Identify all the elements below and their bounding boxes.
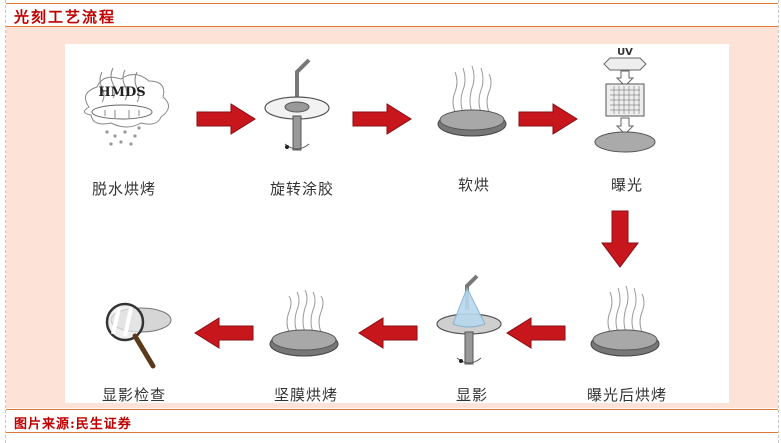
step-development [415, 272, 525, 372]
source-bar: 图片来源:民生证券 [6, 409, 778, 433]
step-label-inspection: 显影检查 [101, 386, 166, 404]
step-spin-coating [245, 52, 355, 162]
arrow-down-icon [601, 210, 639, 268]
arrow-right-icon [352, 103, 412, 135]
spin-coater-icon [264, 58, 330, 151]
step-dehydration-bake: HMDS [67, 52, 177, 162]
step-post-exposure-bake [570, 272, 680, 372]
step-label-development: 显影 [455, 386, 488, 404]
arrow-left-icon [358, 317, 418, 349]
source-note: 图片来源:民生证券 [14, 417, 132, 432]
step-inspection [77, 272, 187, 382]
lithography-flow-diagram: HMDS 脱水烘烤 旋 [65, 44, 729, 404]
arrow-left-icon [506, 317, 566, 349]
baking-wafer-icon [269, 289, 339, 357]
baking-wafer-icon [590, 285, 660, 357]
arrow-right-icon [196, 103, 256, 135]
step-hard-bake [249, 272, 359, 372]
figure-title: 光刻工艺流程 [14, 8, 117, 26]
baking-wafer-icon [437, 65, 507, 137]
step-soft-bake [417, 52, 527, 162]
step-label-hard-bake: 坚膜烘烤 [273, 386, 338, 404]
arrow-right-icon [518, 103, 578, 135]
page-border-right [778, 0, 779, 443]
hmds-label: HMDS [98, 85, 145, 100]
arrow-left-icon [194, 317, 254, 349]
uv-exposure-icon: UV [594, 47, 656, 153]
step-label-spin-coating: 旋转涂胶 [269, 180, 334, 198]
step-label-soft-bake: 软烘 [457, 176, 490, 194]
hmds-cloud-icon: HMDS [84, 67, 169, 146]
figure-panel: HMDS 脱水烘烤 旋 [6, 27, 778, 408]
title-bar: 光刻工艺流程 [6, 3, 778, 27]
uv-label: UV [617, 47, 633, 58]
magnifier-inspection-icon [105, 302, 172, 369]
step-label-post-exposure-bake: 曝光后烘烤 [586, 386, 667, 404]
step-label-dehydration-bake: 脱水烘烤 [91, 180, 156, 198]
step-exposure: UV [570, 44, 680, 164]
step-label-exposure: 曝光 [610, 176, 643, 194]
page-border-left [5, 0, 6, 443]
developer-spray-icon [436, 274, 502, 365]
